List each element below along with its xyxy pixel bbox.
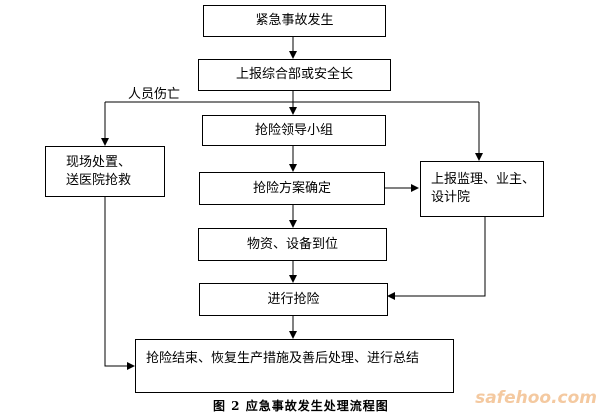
node-onsite: 现场处置、 送医院抢救 [45, 146, 165, 197]
arrow-onsite-to-end [104, 197, 135, 370]
node-plan: 抢险方案确定 [199, 172, 385, 205]
edge-label-injury: 人员伤亡 [128, 87, 181, 102]
node-end: 抢险结束、恢复生产措施及善后处理、进行总结 [135, 339, 454, 393]
figure-caption: 图 2 应急事故发生处理流程图 [213, 399, 389, 413]
node-rescue: 进行抢险 [199, 283, 388, 316]
node-emergency-label: 紧急事故发生 [255, 13, 334, 28]
node-supervisor-line1: 上报监理、业主、 [431, 172, 536, 187]
node-report-head-label: 上报综合部或安全长 [235, 67, 353, 82]
node-rescue-team: 抢险领导小组 [202, 115, 386, 146]
node-materials: 物资、设备到位 [198, 228, 387, 261]
node-materials-label: 物资、设备到位 [246, 236, 338, 252]
node-emergency: 紧急事故发生 [203, 5, 386, 37]
node-end-label: 抢险结束、恢复生产措施及善后处理、进行总结 [146, 351, 420, 366]
watermark-logo: safehoo.com [475, 388, 597, 408]
node-onsite-line2: 送医院抢救 [66, 172, 132, 188]
node-report-head: 上报综合部或安全长 [198, 59, 391, 91]
arrow-supervisor-to-rescue [387, 217, 486, 300]
node-onsite-line1: 现场处置、 [66, 154, 132, 170]
node-rescue-team-label: 抢险领导小组 [254, 122, 333, 138]
node-supervisor: 上报监理、业主、 设计院 [420, 161, 544, 217]
node-plan-label: 抢险方案确定 [252, 180, 331, 196]
node-supervisor-line2: 设计院 [431, 190, 471, 205]
node-rescue-label: 进行抢险 [267, 291, 320, 307]
watermark-text: safehoo.com [475, 388, 597, 408]
